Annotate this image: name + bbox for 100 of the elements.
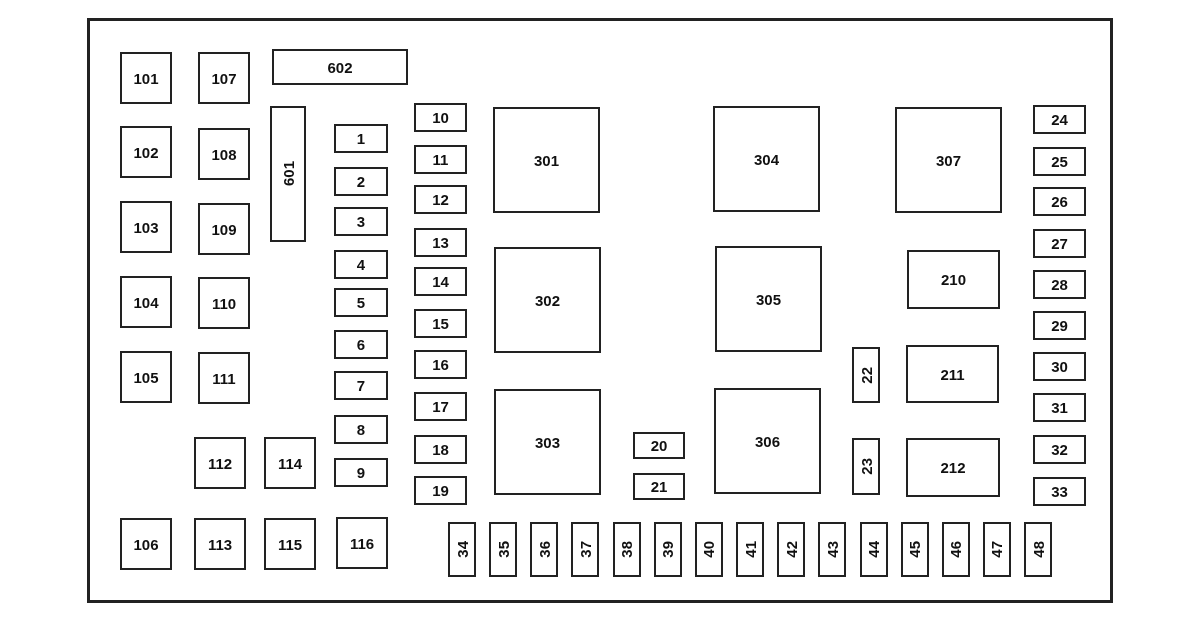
relay-slot [493, 107, 600, 213]
fuse-slot [1033, 147, 1086, 176]
fuse-slot [1033, 352, 1086, 381]
fuse-slot [334, 124, 388, 153]
slot-number: 46 [948, 541, 964, 558]
fuse-slot [736, 522, 765, 577]
slot-number: 24 [1051, 112, 1068, 127]
relay-slot [895, 107, 1002, 213]
fuse-slot [694, 522, 723, 577]
fuse-slot [653, 522, 682, 577]
slot-number: 3 [356, 214, 366, 229]
fuse-slot [1024, 522, 1053, 577]
slot-number: 25 [1051, 154, 1068, 169]
fuse-slot [414, 185, 467, 214]
relay-slot [715, 246, 822, 352]
fuse-slot [414, 309, 467, 338]
relay-slot [713, 106, 820, 212]
slot-number: 102 [133, 144, 159, 160]
fuse-slot [194, 518, 246, 570]
slot-number: 45 [907, 541, 923, 558]
slot-number: 601 [280, 161, 296, 187]
slot-number: 106 [133, 536, 159, 552]
fuse-slot [530, 522, 559, 577]
slot-number: 48 [1030, 541, 1046, 558]
slot-number: 108 [211, 146, 237, 162]
fuse-slot [414, 435, 467, 464]
slot-number: 40 [701, 541, 717, 558]
fuse-slot [414, 476, 467, 505]
slot-number: 39 [660, 541, 676, 558]
slot-number: 602 [327, 59, 353, 75]
slot-number: 30 [1051, 359, 1068, 374]
fuse-slot [1033, 477, 1086, 506]
fuse-slot [1033, 187, 1086, 216]
fuse-slot [120, 351, 172, 403]
fuse-slot [414, 103, 467, 132]
fuse-slot [612, 522, 641, 577]
fuse-slot [777, 522, 806, 577]
fuse-slot [859, 522, 888, 577]
slot-number: 111 [212, 370, 236, 386]
fuse-slot [414, 228, 467, 257]
relay-slot [714, 388, 821, 494]
fuse-slot [334, 167, 388, 196]
slot-number: 35 [495, 541, 511, 558]
fuse-slot [264, 437, 316, 489]
slot-number: 33 [1051, 484, 1068, 499]
slot-number: 28 [1051, 277, 1068, 292]
slot-number: 18 [432, 442, 449, 457]
slot-number: 37 [577, 541, 593, 558]
relay-slot [494, 247, 601, 353]
slot-number: 110 [211, 295, 237, 311]
slot-number: 34 [454, 541, 470, 558]
slot-number: 21 [650, 479, 668, 494]
fuse-slot [1033, 270, 1086, 299]
slot-number: 6 [356, 337, 366, 352]
slot-number: 301 [534, 152, 559, 168]
slot-number: 41 [742, 541, 758, 558]
fuse-slot [198, 128, 250, 180]
slot-number: 23 [858, 458, 874, 475]
fuse-slot [334, 330, 388, 359]
slot-number: 303 [535, 434, 560, 450]
slot-number: 38 [619, 541, 635, 558]
slot-number: 42 [783, 541, 799, 558]
slot-number: 20 [650, 438, 668, 453]
slot-number: 16 [432, 357, 449, 372]
fuse-slot [120, 276, 172, 328]
fuse-slot [414, 392, 467, 421]
fuse-slot [334, 458, 388, 487]
slot-number: 109 [211, 221, 237, 237]
fuse-slot [334, 371, 388, 400]
slot-number: 112 [207, 455, 233, 471]
slot-number: 14 [432, 274, 449, 289]
fuse-slot [120, 126, 172, 178]
slot-number: 104 [133, 294, 159, 310]
fuse-slot [1033, 229, 1086, 258]
slot-number: 113 [207, 536, 233, 552]
slot-number: 7 [356, 378, 366, 393]
fuse-slot [852, 438, 880, 495]
slot-number: 116 [349, 535, 375, 551]
slot-number: 115 [277, 536, 303, 552]
slot-number: 8 [356, 422, 366, 437]
slot-number: 26 [1051, 194, 1068, 209]
slot-number: 17 [432, 399, 449, 414]
slot-number: 2 [356, 174, 366, 189]
fuse-slot [194, 437, 246, 489]
slot-number: 212 [940, 460, 966, 475]
slot-number: 11 [432, 152, 449, 167]
fuse-slot [334, 415, 388, 444]
slot-number: 44 [866, 541, 881, 558]
slot-number: 306 [755, 433, 780, 449]
fuse-slot [900, 522, 929, 577]
slot-number: 107 [211, 70, 237, 86]
fuse-box-outline [87, 18, 1113, 603]
slot-number: 103 [133, 219, 159, 235]
fuse-slot [334, 250, 388, 279]
slot-number: 47 [989, 541, 1005, 558]
fuse-slot [448, 522, 476, 577]
fuse-slot [198, 203, 250, 255]
fuse-slot [1033, 105, 1086, 134]
slot-number: 43 [824, 541, 840, 558]
slot-number: 19 [432, 483, 449, 498]
